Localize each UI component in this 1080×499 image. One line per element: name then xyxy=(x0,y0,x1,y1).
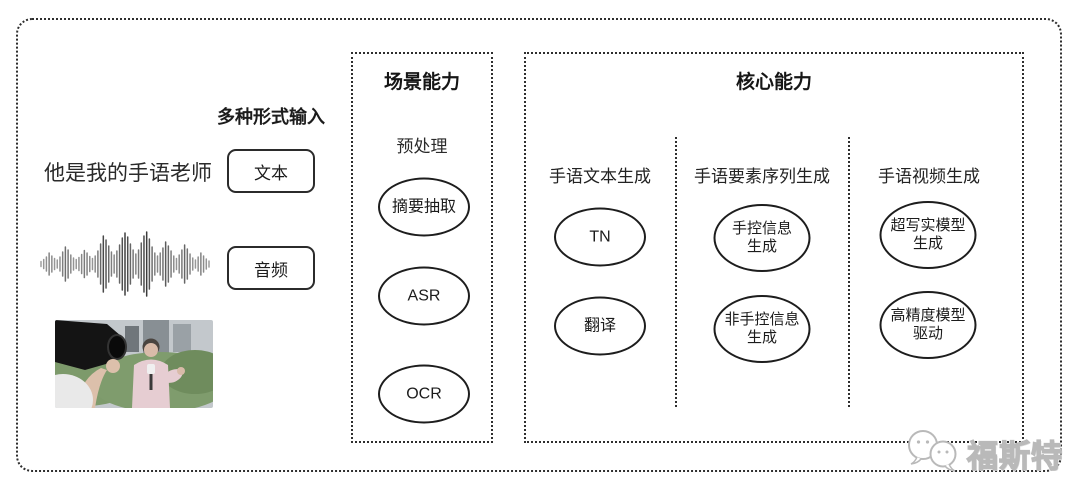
scene-panel-title: 场景能力 xyxy=(383,72,460,93)
video-still-image xyxy=(55,320,213,408)
sample-sentence-text: 他是我的手语老师 xyxy=(44,162,212,185)
column-divider xyxy=(848,137,850,407)
chat-bubbles-icon xyxy=(908,430,957,472)
text-input-node: 文本 xyxy=(227,149,315,193)
node-high-precision-model-driving: 高精度模型 驱动 xyxy=(879,291,977,359)
node-asr: ASR xyxy=(378,266,470,326)
node-hyperrealistic-model-generation: 超写实模型 生成 xyxy=(879,201,977,269)
core-capability-panel: 核心能力 手语文本生成 手语要素序列生成 手语视频生成 TN 翻译 手控信息 生… xyxy=(524,52,1024,443)
node-non-manual-info-generation: 非手控信息 生成 xyxy=(713,295,811,363)
column-header-sign-video-generation: 手语视频生成 xyxy=(878,167,980,186)
node-summary-extraction: 摘要抽取 xyxy=(378,177,470,237)
reporter-scene-illustration xyxy=(55,320,213,408)
node-manual-info-generation: 手控信息 生成 xyxy=(713,204,811,272)
core-panel-title: 核心能力 xyxy=(735,72,812,93)
watermark-text: 福斯特 xyxy=(966,438,1063,474)
audio-waveform-icon xyxy=(40,231,210,297)
scene-capability-panel: 场景能力 预处理 摘要抽取 ASR OCR xyxy=(351,52,493,443)
watermark: 福斯特 xyxy=(905,425,1070,475)
node-translation: 翻译 xyxy=(554,296,646,356)
node-ocr: OCR xyxy=(378,364,470,424)
column-header-sign-element-sequence-generation: 手语要素序列生成 xyxy=(694,167,830,186)
node-tn: TN xyxy=(554,207,646,267)
preprocess-label: 预处理 xyxy=(396,137,448,156)
column-header-sign-text-generation: 手语文本生成 xyxy=(549,167,651,186)
column-divider xyxy=(675,137,677,407)
input-section-title: 多种形式输入 xyxy=(217,107,325,127)
audio-input-node: 音频 xyxy=(227,246,315,290)
